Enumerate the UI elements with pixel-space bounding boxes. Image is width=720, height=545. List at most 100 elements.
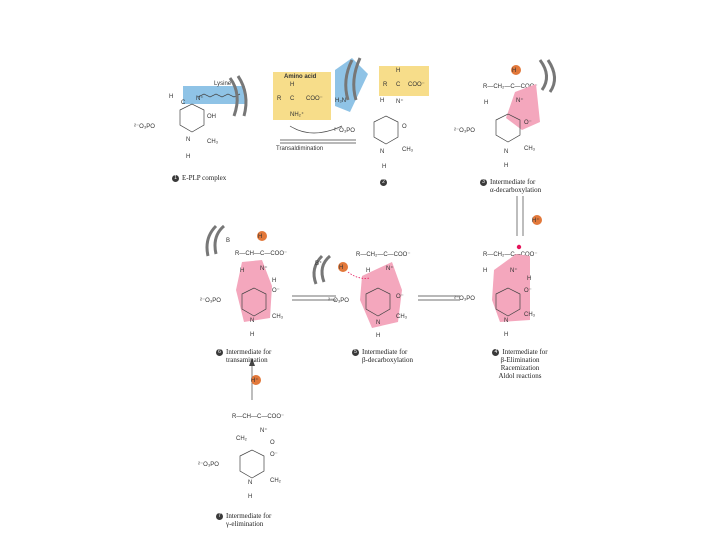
- svg-text:N: N: [380, 149, 384, 155]
- svg-text:CH₃: CH₃: [207, 139, 219, 145]
- enzyme-surface-1: [228, 75, 248, 117]
- svg-text:O⁻: O⁻: [270, 452, 278, 458]
- svg-text:H⁺: H⁺: [532, 217, 540, 224]
- svg-text:H: H: [186, 154, 190, 160]
- svg-text:²⁻O₃PO: ²⁻O₃PO: [454, 128, 475, 134]
- svg-text:²⁻O₃PO: ²⁻O₃PO: [328, 298, 349, 304]
- svg-text:O⁻: O⁻: [524, 120, 532, 126]
- svg-text:N⁺: N⁺: [396, 98, 404, 105]
- svg-text:COO⁻: COO⁻: [408, 82, 425, 88]
- svg-text:OH: OH: [207, 114, 216, 120]
- svg-text:CH₂: CH₂: [270, 478, 282, 484]
- svg-text:C: C: [396, 82, 401, 88]
- svg-text:R: R: [277, 96, 282, 102]
- arrow-4-5: [418, 295, 460, 301]
- svg-text:H: H: [169, 94, 173, 100]
- lysine-released-box: [335, 58, 368, 112]
- svg-text:R—CH₂—C—COO⁻: R—CH₂—C—COO⁻: [356, 252, 411, 258]
- svg-text:H: H: [483, 268, 487, 274]
- svg-text:N: N: [504, 149, 508, 155]
- svg-text:²⁻O₃PO: ²⁻O₃PO: [134, 124, 155, 130]
- svg-text:B: B: [226, 238, 230, 244]
- svg-text:²⁻O₃PO: ²⁻O₃PO: [198, 462, 219, 468]
- svg-text:R—CH—C—COO⁻: R—CH—C—COO⁻: [232, 414, 284, 420]
- svg-text:H: H: [248, 494, 252, 500]
- svg-text:H: H: [290, 82, 294, 88]
- svg-text:O⁻: O⁻: [396, 294, 404, 300]
- svg-text:O⁻: O⁻: [524, 288, 532, 294]
- svg-text:H: H: [366, 268, 370, 274]
- svg-text:H: H: [250, 332, 254, 338]
- svg-text:Transaldimination: Transaldimination: [276, 146, 323, 152]
- svg-text:N⁺: N⁺: [516, 97, 524, 104]
- svg-text:N⁺: N⁺: [386, 265, 394, 272]
- structure-7: R—CH—C—COO⁻ CH₂ N⁺ O O⁻ CH₂ N H ²⁻O₃PO: [198, 414, 284, 500]
- svg-text:²⁻O₃PO: ²⁻O₃PO: [200, 298, 221, 304]
- svg-text:O: O: [270, 440, 275, 446]
- svg-text:N⁺: N⁺: [196, 95, 204, 102]
- transaldimination-arrows: [280, 139, 356, 144]
- svg-text:O: O: [402, 124, 407, 130]
- svg-text:N: N: [248, 480, 252, 486]
- svg-text:²⁻O₃PO: ²⁻O₃PO: [454, 296, 475, 302]
- highlight-6: [236, 260, 272, 322]
- svg-text:H: H: [240, 268, 244, 274]
- arrow-5-6: [292, 295, 336, 301]
- amino-acid-box: [273, 72, 331, 120]
- svg-text:N⁺: N⁺: [260, 427, 268, 434]
- svg-text:H: H: [504, 163, 508, 169]
- svg-text:R—CH₂—C—COO⁻: R—CH₂—C—COO⁻: [483, 252, 538, 258]
- svg-text:H: H: [527, 276, 531, 282]
- pyridine-ring-4: [495, 287, 521, 317]
- pyridine-ring-2: [373, 115, 399, 145]
- svg-text:CH₃: CH₃: [402, 147, 414, 153]
- svg-text:N: N: [186, 137, 190, 143]
- svg-text:R—CH—C—COO⁻: R—CH—C—COO⁻: [235, 251, 287, 257]
- svg-text:NH₂⁺: NH₂⁺: [290, 111, 304, 118]
- svg-text:B⁺: B⁺: [315, 260, 322, 267]
- svg-text:H: H: [376, 333, 380, 339]
- proton-circle: [511, 65, 521, 75]
- structure-1-eplp-complex: Lysine H C N⁺ OH CH₃ N H ²⁻O₃PO: [134, 75, 248, 160]
- highlight-3: [506, 84, 540, 130]
- highlight-4: [492, 254, 530, 322]
- arrow-3-4: [516, 196, 524, 236]
- enzyme-surface-3: [538, 59, 556, 93]
- lysine-label: Lysine: [214, 81, 232, 87]
- svg-text:H₃N: H₃N: [335, 98, 346, 104]
- svg-text:H: H: [339, 265, 343, 271]
- enzyme-surface-6: [205, 224, 226, 257]
- svg-text:R: R: [383, 82, 388, 88]
- svg-text:H: H: [258, 234, 262, 240]
- pyridine-ring-7: [239, 449, 265, 479]
- pyridine-ring-6: [241, 287, 267, 317]
- svg-text:N⁺: N⁺: [510, 267, 518, 274]
- structure-5: B⁺ H R—CH₂—C—COO⁻ H N⁺ O⁻ CH₃ N H ²⁻O₃PO: [312, 252, 411, 339]
- svg-text:H: H: [484, 100, 488, 106]
- svg-text:R—CH₂—C—COO⁻: R—CH₂—C—COO⁻: [483, 84, 538, 90]
- lysine-chain: [197, 93, 241, 98]
- svg-text:O⁻: O⁻: [272, 288, 280, 294]
- svg-text:H⁺: H⁺: [251, 377, 259, 384]
- svg-text:H: H: [504, 332, 508, 338]
- svg-text:CH₃: CH₃: [524, 312, 536, 318]
- arrow-curve: [289, 125, 343, 134]
- svg-text:CH₃: CH₃: [524, 146, 536, 152]
- caption-2: 2: [380, 178, 390, 186]
- svg-text:H: H: [272, 278, 276, 284]
- svg-text:CH₃: CH₃: [272, 314, 284, 320]
- structure-6: B H R—CH—C—COO⁻ H N⁺ H O⁻ CH₃ N H ²⁻O₃PO: [200, 224, 287, 338]
- structure-3: H R—CH₂—C—COO⁻ H N⁺ O⁻ CH₃ N H ²⁻O₃PO: [454, 59, 556, 169]
- svg-text:N: N: [504, 318, 508, 324]
- svg-text:Amino acid: Amino acid: [284, 74, 317, 80]
- enzyme-surface-5: [312, 254, 332, 285]
- svg-text:COO⁻: COO⁻: [306, 96, 323, 102]
- svg-text:CH₂: CH₂: [236, 436, 248, 442]
